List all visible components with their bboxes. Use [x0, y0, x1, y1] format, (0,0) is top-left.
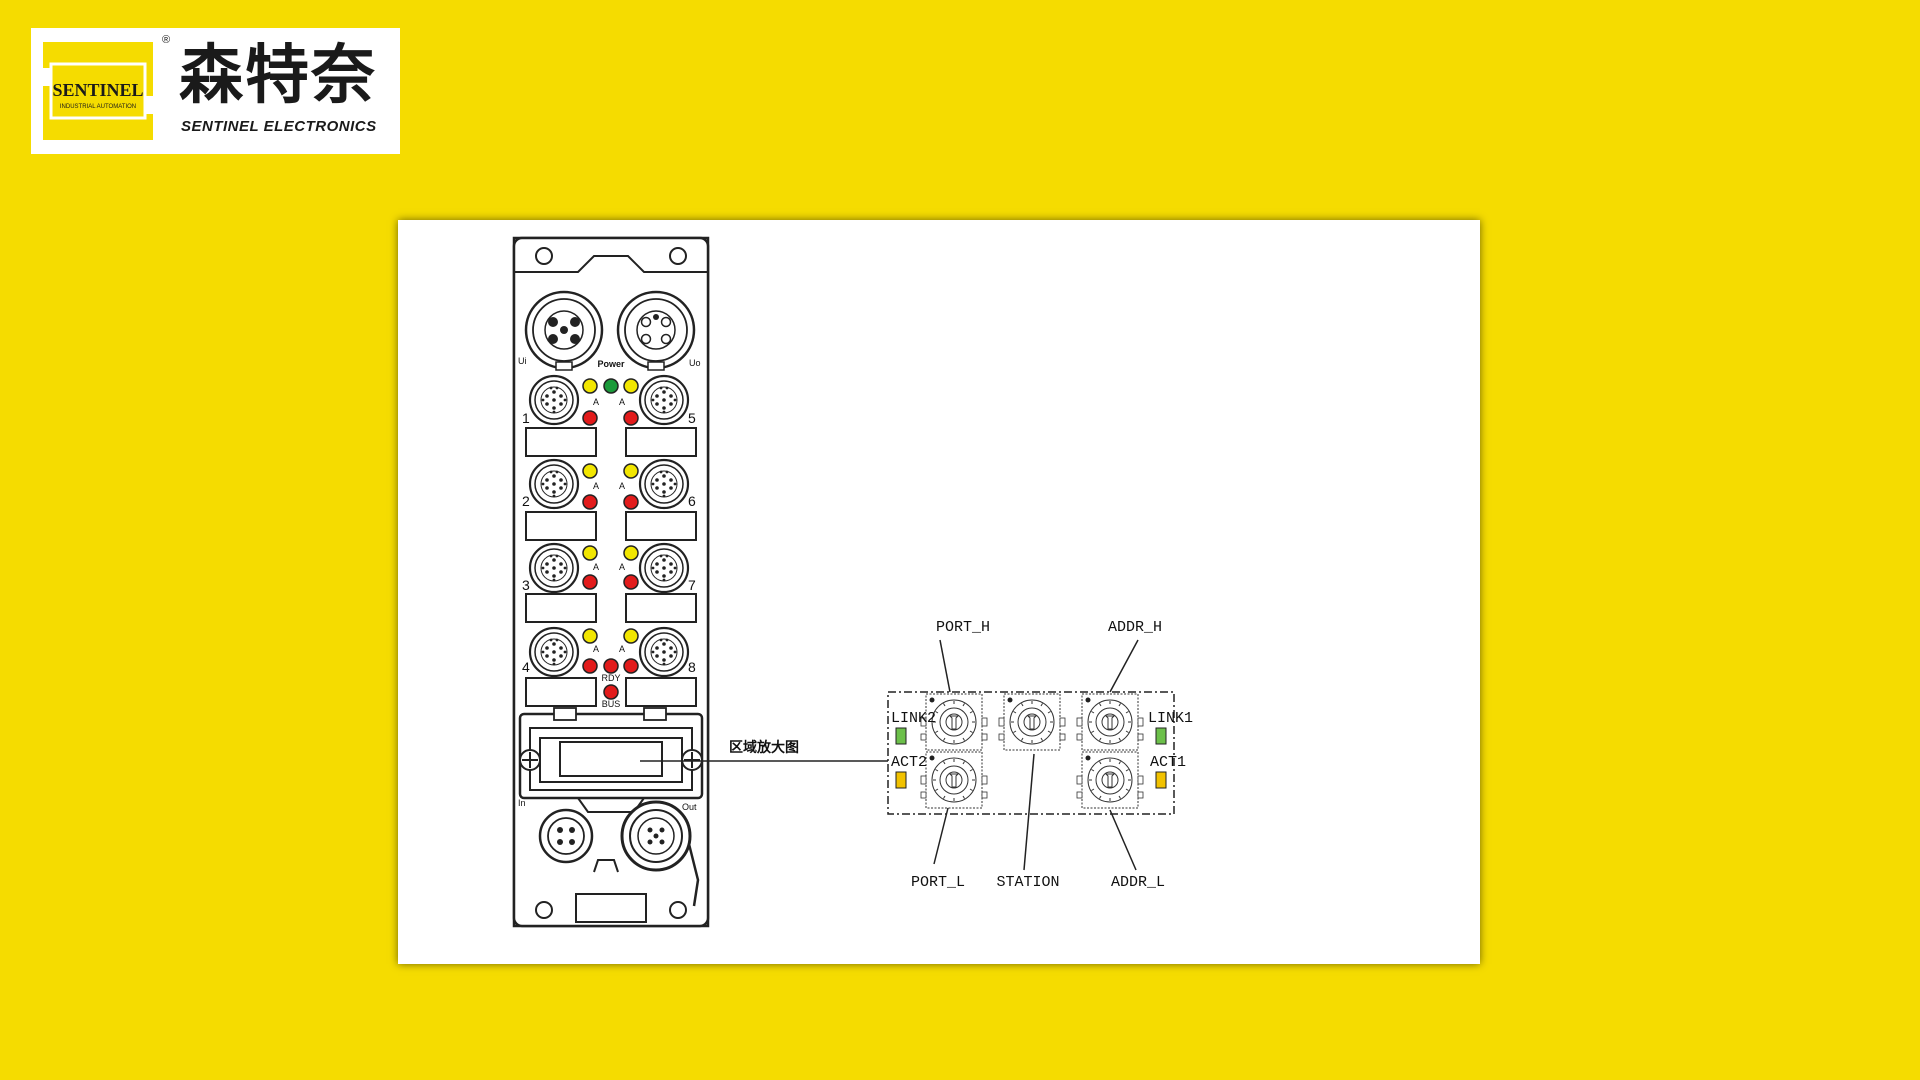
led-yellow: [623, 463, 639, 479]
port-row-1: A A 1 5: [522, 374, 697, 457]
addr-h-label: ADDR_H: [1108, 619, 1162, 636]
act2-label: ACT2: [891, 754, 927, 771]
rotary-switch-station[interactable]: [998, 693, 1066, 751]
channel-a-label: A: [593, 644, 599, 654]
bus-label: BUS: [602, 699, 621, 709]
link2-led: [895, 727, 907, 745]
led-yellow: [582, 378, 598, 394]
channel-a-label: A: [593, 397, 599, 407]
led-bus: [603, 684, 619, 700]
rdy-label: RDY: [601, 673, 620, 683]
led-red: [582, 658, 598, 674]
diagram-panel: Ui Uo Power A A 1 5 A A 2 6: [398, 220, 1480, 964]
logo-english-name: SENTINEL ELECTRONICS: [181, 118, 377, 135]
uo-label: Uo: [689, 358, 701, 368]
led-yellow: [582, 463, 598, 479]
link1-led: [1155, 727, 1167, 745]
port-h-label: PORT_H: [936, 619, 990, 636]
rotary-switch-port-l[interactable]: [920, 751, 988, 809]
logo-chinese-name: 森特奈: [179, 39, 377, 113]
device-diagram: Ui Uo Power A A 1 5 A A 2 6: [512, 236, 1193, 928]
led-red: [623, 410, 639, 426]
led-rdy: [603, 658, 619, 674]
addr-l-label: ADDR_L: [1111, 874, 1165, 891]
channel-a-label: A: [619, 481, 625, 491]
link1-label: LINK1: [1148, 710, 1193, 727]
in-label: In: [518, 798, 526, 808]
channel-a-label: A: [593, 481, 599, 491]
port-number-8: 8: [688, 659, 696, 675]
rotary-switch-addr-l[interactable]: [1076, 751, 1144, 809]
bus-in-connector: [538, 808, 594, 864]
led-yellow: [623, 378, 639, 394]
power-label: Power: [597, 359, 625, 369]
station-label: STATION: [996, 874, 1059, 891]
led-red: [623, 494, 639, 510]
port-number-3: 3: [522, 577, 530, 593]
link2-label: LINK2: [891, 710, 936, 727]
port-number-7: 7: [688, 577, 696, 593]
port-row-2: A A 2 6: [522, 458, 697, 541]
port-number-4: 4: [522, 659, 530, 675]
act1-led: [1155, 771, 1167, 789]
switch-cover: [518, 707, 704, 813]
channel-a-label: A: [619, 397, 625, 407]
bus-out-connector: [593, 800, 700, 907]
led-green: [603, 378, 619, 394]
port-number-6: 6: [688, 493, 696, 509]
out-label: Out: [682, 802, 697, 812]
power-connector-ui: [524, 290, 604, 371]
ui-label: Ui: [518, 356, 527, 366]
led-yellow: [582, 628, 598, 644]
port-row-3: A A 3 7: [522, 542, 697, 623]
channel-a-label: A: [619, 562, 625, 572]
led-red: [623, 574, 639, 590]
port-row-4: A A RDY BUS 4 8: [522, 626, 697, 709]
led-red: [623, 658, 639, 674]
led-red: [582, 574, 598, 590]
act2-led: [895, 771, 907, 789]
registered-mark: ®: [162, 34, 171, 46]
act1-label: ACT1: [1150, 754, 1186, 771]
company-logo: SENTINEL INDUSTRIAL AUTOMATION ® 森特奈 SEN…: [31, 28, 400, 154]
rotary-switch-addr-h[interactable]: [1076, 693, 1144, 751]
led-yellow: [623, 628, 639, 644]
power-connector-uo: [616, 290, 696, 371]
led-red: [582, 494, 598, 510]
logo-badge-icon: SENTINEL INDUSTRIAL AUTOMATION: [43, 42, 153, 140]
port-number-2: 2: [522, 493, 530, 509]
led-yellow: [582, 545, 598, 561]
port-l-label: PORT_L: [911, 874, 965, 891]
led-red: [582, 410, 598, 426]
logo-badge-subtext: INDUSTRIAL AUTOMATION: [60, 104, 136, 110]
led-yellow: [623, 545, 639, 561]
zoom-area-label: 区域放大图: [729, 739, 799, 756]
channel-a-label: A: [619, 644, 625, 654]
port-number-1: 1: [522, 410, 530, 426]
port-number-5: 5: [688, 410, 696, 426]
zoom-view: LINK2 LINK1 ACT2 ACT1: [887, 691, 1193, 815]
callout-lines: [933, 639, 1139, 871]
channel-a-label: A: [593, 562, 599, 572]
logo-badge-text: SENTINEL: [52, 80, 143, 100]
